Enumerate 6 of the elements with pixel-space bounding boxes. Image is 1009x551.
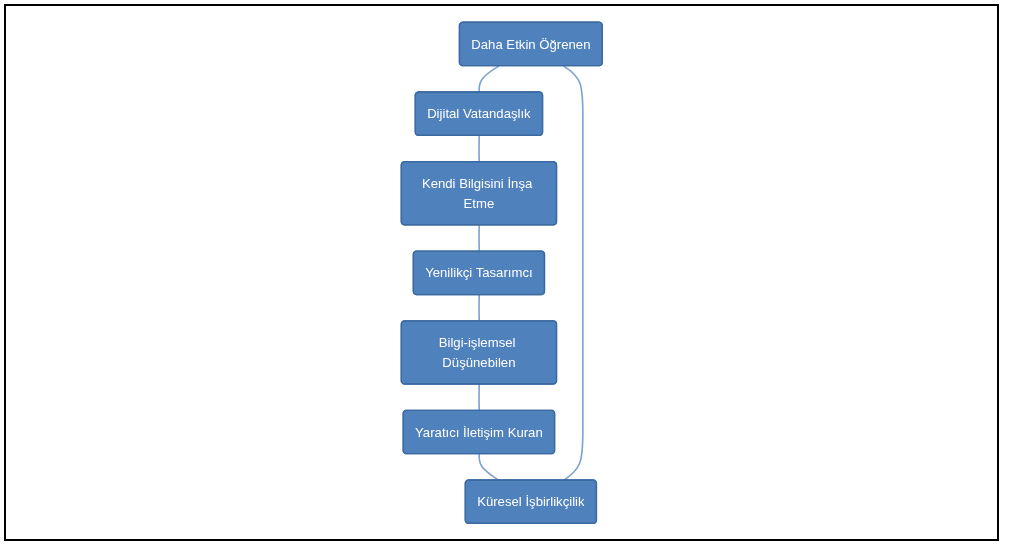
connector [477, 293, 480, 322]
connector [478, 64, 500, 93]
connector [562, 64, 584, 481]
connector [478, 452, 500, 481]
connector [477, 134, 480, 163]
connector [477, 224, 480, 252]
